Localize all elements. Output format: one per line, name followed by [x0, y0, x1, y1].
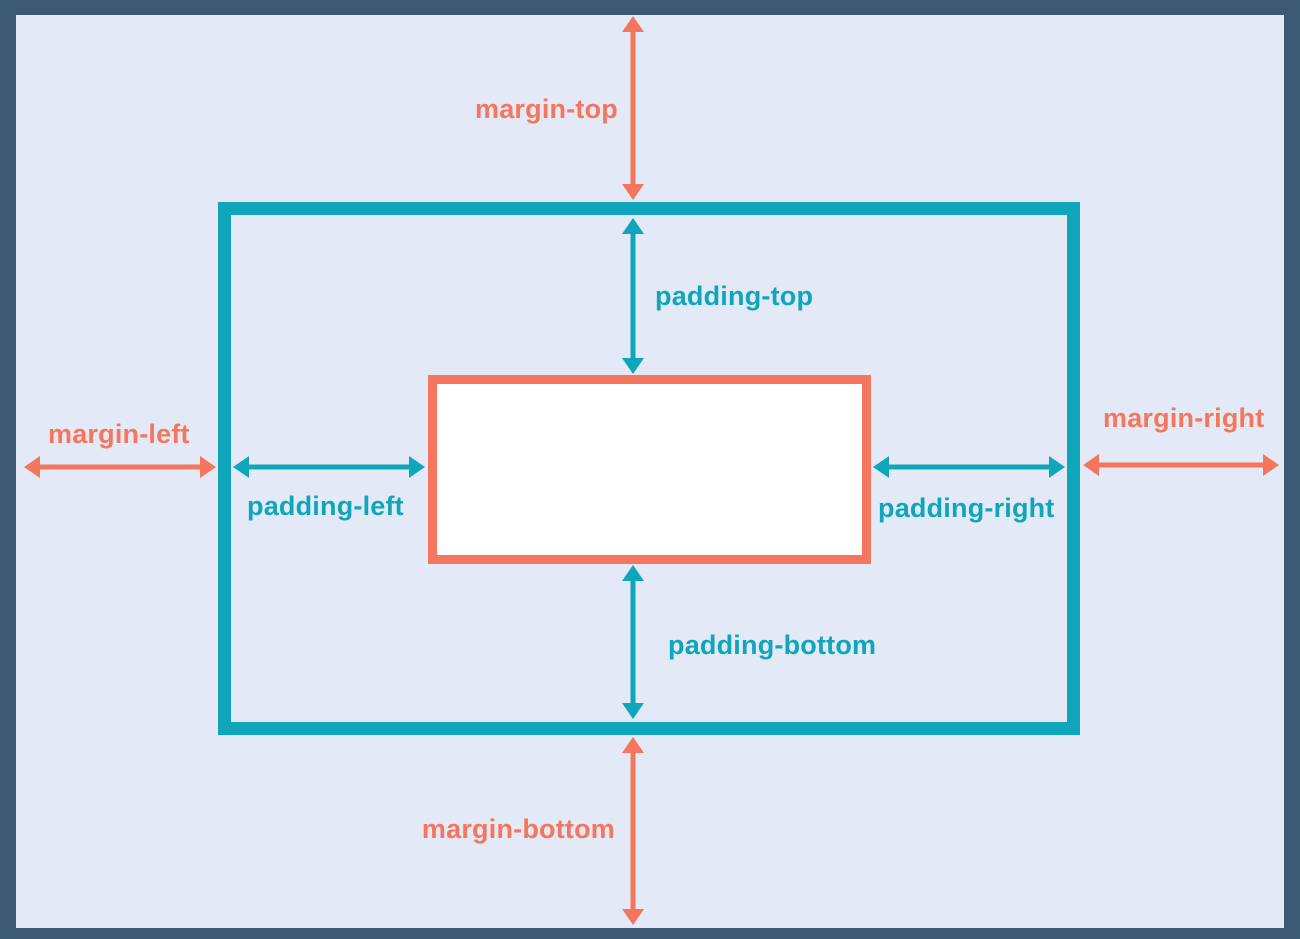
arrow-head-left-icon — [1083, 454, 1099, 476]
arrow-head-down-icon — [622, 909, 644, 925]
arrow-line — [630, 578, 636, 706]
arrow-head-right-icon — [409, 456, 425, 478]
arrow-head-down-icon — [622, 703, 644, 719]
margin-bottom-arrow-icon — [619, 737, 647, 925]
padding-bottom-arrow-icon — [619, 565, 647, 719]
margin-right-arrow-icon — [1083, 451, 1279, 479]
arrow-head-up-icon — [622, 737, 644, 753]
content-box — [428, 375, 871, 564]
padding-top-arrow-icon — [619, 218, 647, 374]
arrow-line — [246, 464, 412, 470]
padding-right-label: padding-right — [878, 493, 1055, 523]
arrow-line — [630, 750, 636, 912]
arrow-head-left-icon — [233, 456, 249, 478]
arrow-head-up-icon — [622, 565, 644, 581]
arrow-head-down-icon — [622, 358, 644, 374]
arrow-line — [630, 231, 636, 361]
padding-left-arrow-icon — [233, 453, 425, 481]
arrow-head-up-icon — [622, 218, 644, 234]
padding-top-label: padding-top — [655, 281, 814, 311]
arrow-head-right-icon — [1263, 454, 1279, 476]
arrow-head-right-icon — [1049, 456, 1065, 478]
padding-right-arrow-icon — [873, 453, 1065, 481]
margin-top-arrow-icon — [619, 16, 647, 200]
arrow-line — [1096, 462, 1266, 468]
margin-right-label: margin-right — [1103, 403, 1265, 433]
arrow-line — [630, 29, 636, 187]
arrow-head-right-icon — [200, 456, 216, 478]
arrow-head-up-icon — [622, 16, 644, 32]
margin-top-label: margin-top — [475, 94, 618, 124]
arrow-head-left-icon — [24, 456, 40, 478]
padding-bottom-label: padding-bottom — [668, 630, 877, 660]
arrow-line — [37, 464, 203, 470]
arrow-head-down-icon — [622, 184, 644, 200]
arrow-head-left-icon — [873, 456, 889, 478]
padding-box — [218, 202, 1080, 735]
margin-bottom-label: margin-bottom — [421, 814, 615, 844]
arrow-line — [886, 464, 1052, 470]
margin-left-label: margin-left — [48, 419, 190, 449]
padding-left-label: padding-left — [247, 491, 404, 521]
margin-left-arrow-icon — [24, 453, 216, 481]
